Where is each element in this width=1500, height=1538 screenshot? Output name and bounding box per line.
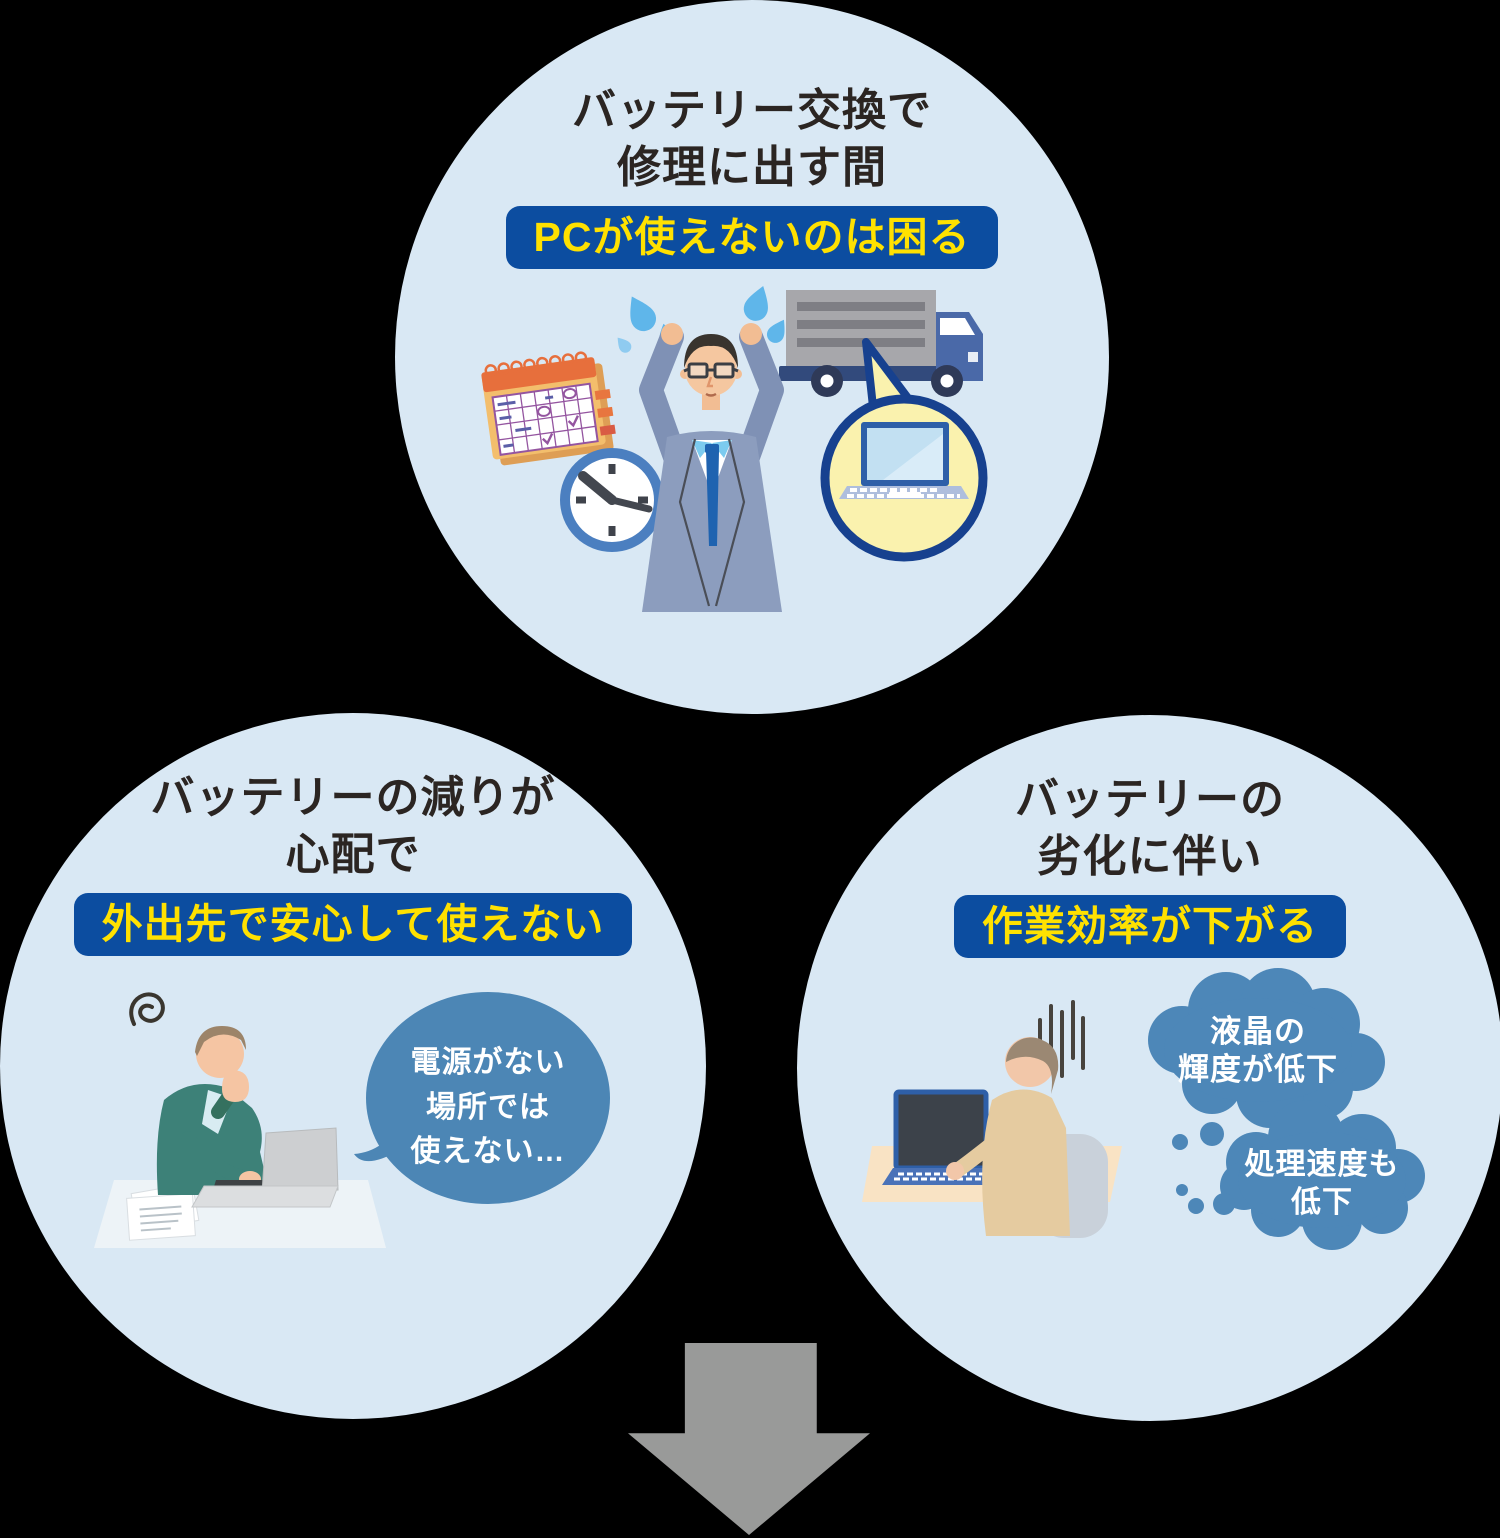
speech-bubble-line1: 電源がない — [411, 1045, 566, 1079]
degrade-heading-line2: 劣化に伴い — [1037, 832, 1263, 882]
drain-heading-line2: 心配で — [285, 830, 421, 880]
degrade-heading-line1: バッテリーの — [1015, 775, 1285, 824]
degrade-heading: バッテリーの 劣化に伴い — [1015, 771, 1285, 885]
laptop-speech-bubble-icon — [820, 338, 988, 562]
speech-bubble-line3: 使えない… — [410, 1135, 566, 1168]
thought-dots-icon — [1172, 1122, 1235, 1215]
degrade-illustration: 液晶の 輝度が低下 処理速度も 低下 — [862, 968, 1425, 1250]
worried-person-at-laptop-icon — [129, 992, 270, 1195]
repair-highlight-badge: PCが使えないのは困る — [505, 206, 999, 270]
speech-bubble-line2: 場所では — [426, 1091, 550, 1124]
thought-cloud2-line1: 処理速度も — [1245, 1148, 1400, 1181]
drain-heading-line1: バッテリーの減りが — [150, 773, 556, 822]
thought-cloud-1-icon: 液晶の 輝度が低下 — [1148, 968, 1385, 1128]
speech-bubble-icon: 電源がない 場所では 使えない… — [354, 992, 610, 1204]
drain-illustration: 電源がない 場所では 使えない… — [94, 992, 610, 1248]
repair-heading: バッテリー交換で 修理に出す間 — [572, 82, 932, 196]
thought-cloud2-line2: 低下 — [1290, 1186, 1353, 1219]
laptop-icon — [191, 1127, 339, 1208]
degrade-highlight-badge: 作業効率が下がる — [954, 895, 1346, 959]
stressed-businessman-icon — [639, 323, 784, 612]
thought-cloud1-line1: 液晶の — [1210, 1014, 1306, 1049]
repair-illustration — [481, 286, 988, 612]
down-arrow-icon — [628, 1343, 870, 1535]
repair-heading-line1: バッテリー交換で — [572, 86, 932, 135]
scribble-stress-icon — [129, 992, 165, 1026]
person-at-laptop-back-icon — [946, 1037, 1070, 1236]
repair-heading-line2: 修理に出す間 — [617, 143, 887, 193]
drain-highlight-badge: 外出先で安心して使えない — [73, 893, 633, 957]
calendar-icon — [481, 351, 616, 466]
clock-icon — [560, 448, 664, 552]
drain-heading: バッテリーの減りが 心配で — [151, 769, 556, 883]
thought-cloud-2-icon: 処理速度も 低下 — [1220, 1100, 1425, 1250]
laptop-icon — [882, 1089, 1000, 1185]
thought-cloud1-line2: 輝度が低下 — [1178, 1052, 1338, 1087]
